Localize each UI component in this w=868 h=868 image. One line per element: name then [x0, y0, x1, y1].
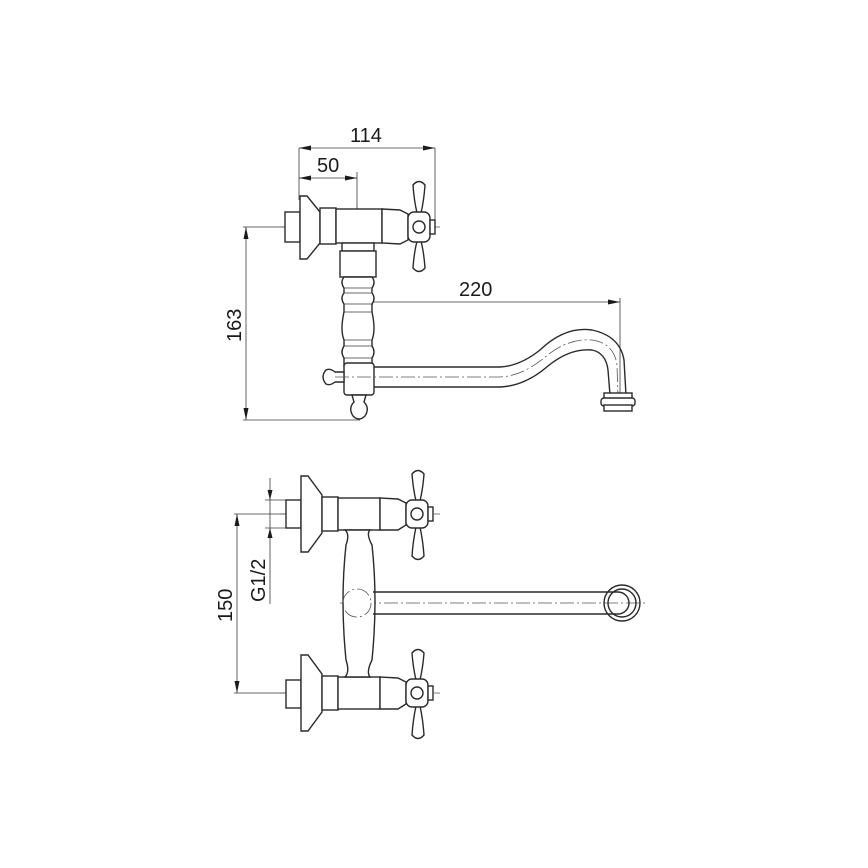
nut — [319, 207, 337, 245]
mixer-body — [342, 529, 376, 678]
dimension-label-114: 114 — [350, 125, 382, 147]
spout-tip — [617, 591, 630, 615]
inlet-stub — [284, 211, 301, 243]
aerator-bottom — [603, 404, 633, 412]
swivel-joint — [343, 362, 375, 396]
lower-bonnet — [379, 676, 407, 710]
side-knob — [322, 368, 345, 386]
bottom-finial — [350, 394, 368, 420]
dimension-label-220: 220 — [459, 279, 492, 301]
side-view: 114 50 163 220 — [224, 125, 636, 421]
lower-inlet-stub — [285, 679, 302, 709]
aerator-inner-ring — [607, 588, 637, 618]
dimension-163: 163 — [224, 226, 360, 421]
lower-nut — [321, 675, 339, 711]
upper-cross-handle-icon — [405, 469, 434, 561]
lower-wall-flange — [300, 654, 323, 732]
decorative-column — [341, 276, 375, 367]
aerator-outer-ring — [603, 584, 641, 622]
dimension-label-50: 50 — [317, 155, 339, 177]
upper-bonnet — [379, 497, 407, 531]
spout-upper — [374, 328, 627, 396]
column-collar — [339, 250, 377, 278]
dimension-thread: G1/2 — [248, 478, 290, 604]
dimension-220: 220 — [361, 279, 621, 398]
upper-inlet-stub — [285, 499, 302, 529]
dimension-114: 114 — [298, 125, 436, 232]
valve-body — [335, 208, 383, 244]
valve-bonnet — [381, 208, 409, 245]
dimension-label-thread: G1/2 — [248, 559, 270, 602]
spout-lower — [374, 349, 611, 396]
upper-wall-flange — [300, 475, 323, 553]
lower-cross-handle-icon — [405, 648, 434, 740]
dimension-label-163: 163 — [224, 309, 246, 342]
wall-flange — [299, 195, 321, 260]
upper-nut — [321, 496, 339, 532]
dimension-150: 150 — [215, 513, 290, 694]
top-view: 150 G1/2 — [215, 469, 648, 740]
column-nut — [341, 242, 375, 252]
cross-handle-icon — [407, 180, 436, 273]
upper-body — [337, 497, 381, 531]
dimension-label-150: 150 — [215, 589, 237, 622]
lower-body — [337, 676, 381, 710]
